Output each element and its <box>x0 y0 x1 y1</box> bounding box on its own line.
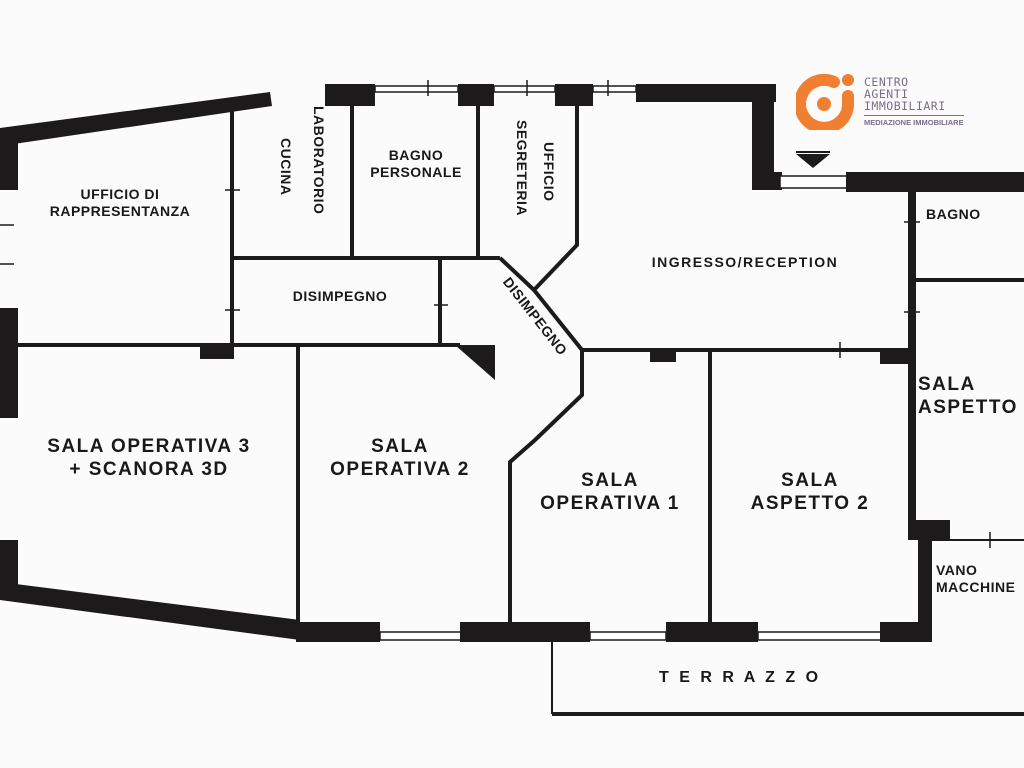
room-sala-aspetto: SALA ASPETTO <box>918 374 1018 418</box>
room-sala-aspetto-2: SALA ASPETTO 2 <box>750 470 870 514</box>
door-marks <box>0 80 991 548</box>
logo-mark-icon <box>796 73 854 130</box>
company-logo: CENTRO AGENTI IMMOBILIARI MEDIAZIONE IMM… <box>796 70 964 132</box>
room-ufficio-rappresentanza: UFFICIO DI RAPPRESENTANZA <box>49 186 191 219</box>
room-ingresso-reception: INGRESSO/RECEPTION <box>651 254 839 270</box>
room-vano-macchine: VANO MACCHINE <box>936 562 1016 595</box>
room-cucina-label: CUCINA <box>277 138 294 196</box>
room-sala-operativa-3: SALA OPERATIVA 3 + SCANORA 3D <box>47 436 251 480</box>
room-bagno: BAGNO <box>926 206 981 222</box>
room-segreteria-label: SEGRETERIA <box>513 120 530 217</box>
room-bagno-personale: BAGNO PERSONALE <box>370 147 462 180</box>
room-sala-operativa-1: SALA OPERATIVA 1 <box>540 470 680 514</box>
logo-line3: IMMOBILIARI <box>864 99 946 113</box>
logo-line2: AGENTI <box>864 87 909 101</box>
logo-name: CENTRO AGENTI IMMOBILIARI <box>864 76 946 112</box>
logo-line1: CENTRO <box>864 75 909 89</box>
logo-tagline: MEDIAZIONE IMMOBILIARE <box>864 115 964 127</box>
room-ufficio-label: UFFICIO <box>540 142 557 202</box>
room-disimpegno-1: DISIMPEGNO <box>292 288 388 304</box>
room-sala-operativa-2: SALA OPERATIVA 2 <box>330 436 470 480</box>
room-laboratorio-label: LABORATORIO <box>310 106 327 215</box>
entrance-arrow-icon <box>796 154 830 168</box>
interior-walls <box>18 100 1024 630</box>
room-terrazzo: T E R R A Z Z O <box>658 669 822 686</box>
outer-walls <box>0 84 1024 642</box>
terrace-outline <box>551 642 1024 716</box>
